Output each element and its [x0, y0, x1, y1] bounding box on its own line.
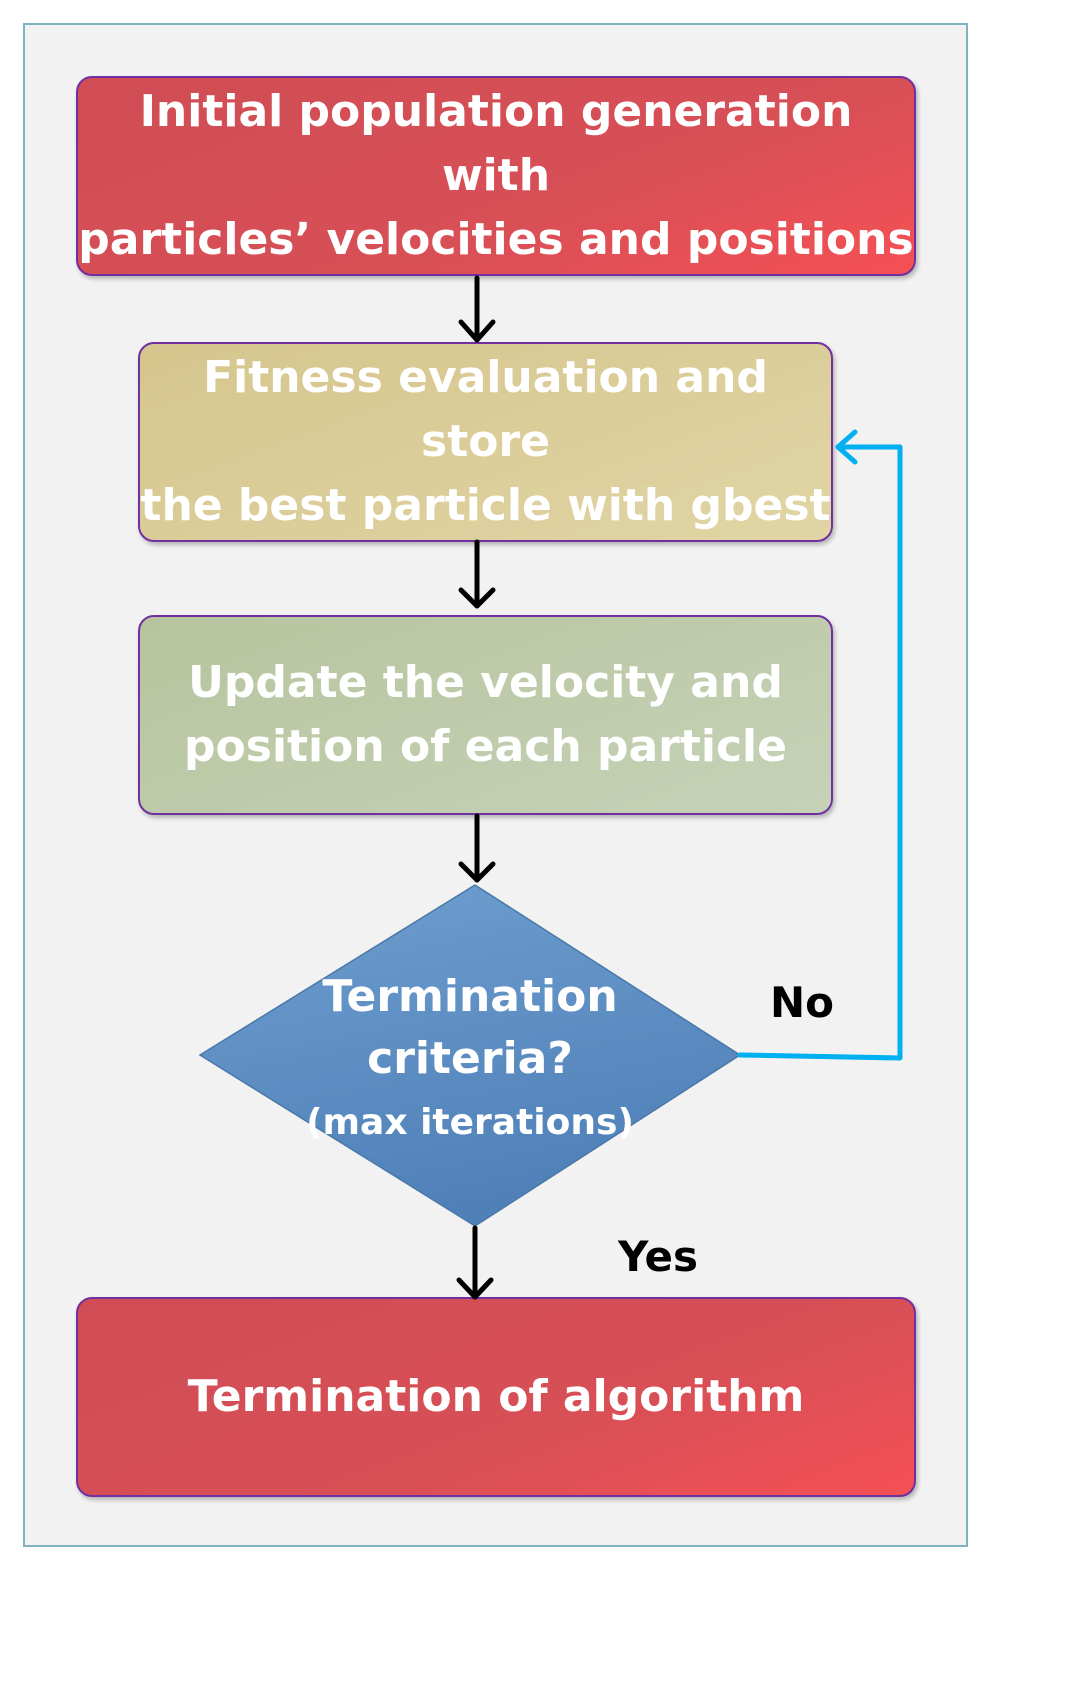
yes-edge-label: Yes — [618, 1232, 699, 1281]
initial-population-box: Initial population generation with parti… — [76, 76, 916, 276]
termination-label: Termination of algorithm — [187, 1371, 805, 1422]
decision-label-line3: (max iterations) — [306, 1102, 634, 1143]
arrow-fitness-to-update — [458, 539, 496, 609]
loop-arrow-no — [737, 429, 903, 1061]
termination-box: Termination of algorithm — [76, 1297, 916, 1497]
connectors-layer — [198, 275, 903, 1300]
arrow-update-to-decision — [458, 813, 496, 883]
update-velocity-label: Update the velocity and position of each… — [184, 657, 787, 772]
decision-label-line2: criteria? — [367, 1033, 573, 1084]
update-velocity-box: Update the velocity and position of each… — [138, 615, 833, 815]
fitness-evaluation-label: Fitness evaluation and store the best pa… — [140, 352, 831, 531]
arrow-initial-to-fitness — [458, 275, 496, 343]
arrow-decision-to-end — [456, 1225, 494, 1300]
fitness-evaluation-box: Fitness evaluation and store the best pa… — [138, 342, 833, 542]
decision-label-line1: Termination — [322, 971, 618, 1022]
initial-population-label: Initial population generation with parti… — [78, 86, 914, 265]
no-edge-label: No — [770, 978, 835, 1027]
